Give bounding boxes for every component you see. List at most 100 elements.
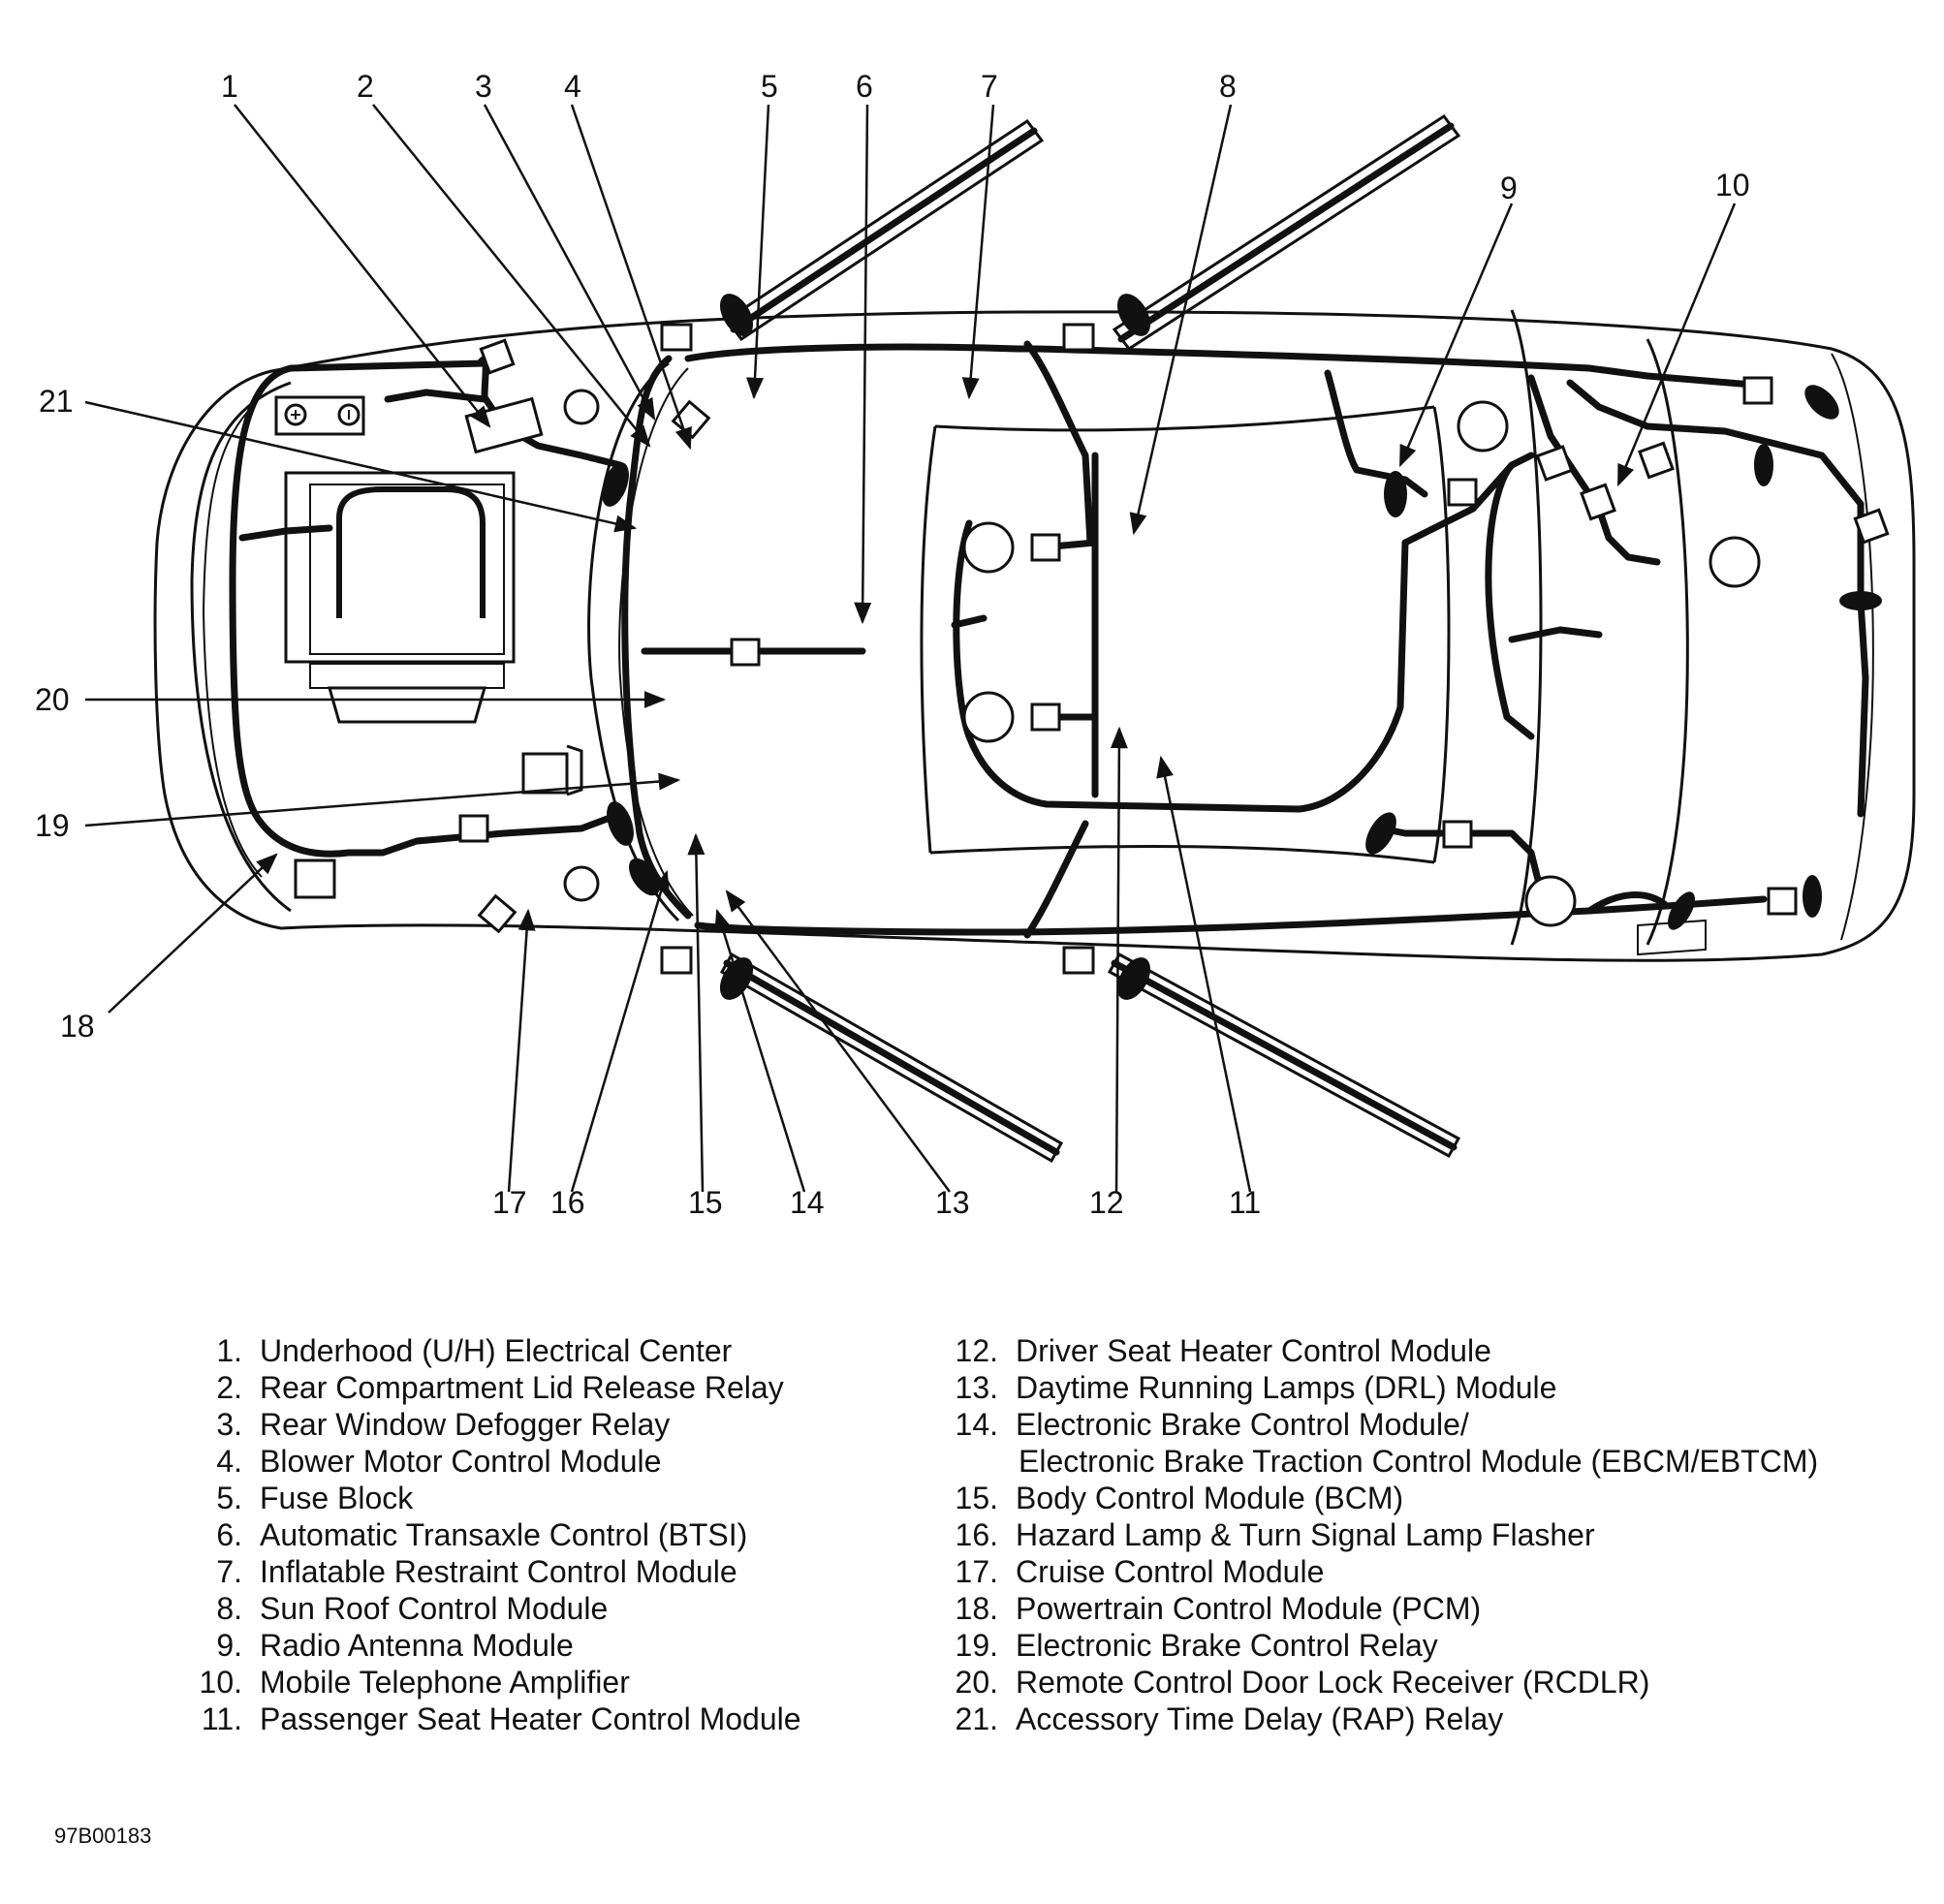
legend-label: Sun Roof Control Module [260, 1591, 609, 1626]
legend-number: 17. [955, 1554, 998, 1589]
legend-number: 2. [216, 1370, 242, 1405]
legend-item-17: 17. Cruise Control Module [940, 1553, 1909, 1590]
legend-label: Remote Control Door Lock Receiver (RCDLR… [1016, 1665, 1650, 1700]
legend-item-13: 13. Daytime Running Lamps (DRL) Module [940, 1369, 1909, 1406]
legend-number: 11. [201, 1701, 242, 1736]
legend-item-8: 8. Sun Roof Control Module [184, 1590, 940, 1627]
legend-item-11: 11. Passenger Seat Heater Control Module [184, 1701, 940, 1737]
legend-number: 4. [216, 1444, 242, 1479]
legend-label: Rear Window Defogger Relay [260, 1407, 671, 1442]
legend-label: Fuse Block [260, 1481, 414, 1515]
legend-label: Electronic Brake Control Relay [1016, 1628, 1438, 1663]
legend-number: 16. [955, 1517, 998, 1552]
legend-number: 10. [199, 1665, 242, 1700]
figure-id: 97B00183 [54, 1824, 152, 1848]
callout-7: 7 [981, 69, 998, 104]
legend-number: 15. [955, 1481, 998, 1515]
callout-leader-lines [84, 104, 1737, 1193]
legend-number: 21. [955, 1701, 998, 1736]
legend-number: 6. [216, 1517, 242, 1552]
legend-label: Daytime Running Lamps (DRL) Module [1016, 1370, 1557, 1405]
legend-number: 8. [216, 1591, 242, 1626]
legend-item-9: 9. Radio Antenna Module [184, 1627, 940, 1664]
legend-label: Driver Seat Heater Control Module [1016, 1333, 1491, 1368]
door-harness-wires [723, 122, 1458, 1156]
callout-16: 16 [550, 1185, 585, 1220]
callout-11: 11 [1229, 1185, 1261, 1220]
legend-item-6: 6. Automatic Transaxle Control (BTSI) [184, 1516, 940, 1553]
callout-3: 3 [475, 69, 492, 104]
callout-15: 15 [688, 1185, 723, 1220]
legend-number: 12. [955, 1333, 998, 1368]
legend-number: 5. [216, 1481, 242, 1515]
legend-item-15: 15. Body Control Module (BCM) [940, 1480, 1909, 1516]
legend-label: Electronic Brake Control Module/ [1016, 1407, 1469, 1442]
legend-number: 9. [216, 1628, 242, 1663]
legend-item-4: 4. Blower Motor Control Module [184, 1443, 940, 1480]
legend-label: Inflatable Restraint Control Module [260, 1554, 737, 1589]
callout-numbers: 1 2 3 4 5 6 7 8 9 10 11 12 13 14 15 16 1… [35, 69, 1750, 1220]
legend-label-continued: Electronic Brake Traction Control Module… [1019, 1444, 1819, 1479]
legend-label: Blower Motor Control Module [260, 1444, 662, 1479]
legend-label: Hazard Lamp & Turn Signal Lamp Flasher [1016, 1517, 1595, 1552]
harness-connectors [458, 323, 1890, 975]
legend-label: Cruise Control Module [1016, 1554, 1325, 1589]
callout-18: 18 [60, 1009, 95, 1044]
legend-item-1: 1. Underhood (U/H) Electrical Center [184, 1332, 940, 1369]
legend-label: Rear Compartment Lid Release Relay [260, 1370, 784, 1405]
callout-1: 1 [221, 69, 238, 104]
legend-label: Accessory Time Delay (RAP) Relay [1016, 1701, 1504, 1736]
round-modules [563, 389, 1761, 927]
legend-item-20: 20. Remote Control Door Lock Receiver (RC… [940, 1664, 1909, 1701]
legend-number: 18. [955, 1591, 998, 1626]
legend-label: Passenger Seat Heater Control Module [260, 1701, 801, 1736]
legend-item-10: 10. Mobile Telephone Amplifier [184, 1664, 940, 1701]
legend-label: Body Control Module (BCM) [1016, 1481, 1404, 1515]
legend-right-column: 12. Driver Seat Heater Control Module 13.… [940, 1332, 1909, 1737]
vehicle-harness-diagram: 1 2 3 4 5 6 7 8 9 10 11 12 13 14 15 16 1… [35, 69, 1916, 1220]
legend-item-16: 16. Hazard Lamp & Turn Signal Lamp Flashe… [940, 1516, 1909, 1553]
legend-label: Powertrain Control Module (PCM) [1016, 1591, 1482, 1626]
legend-item-2: 2. Rear Compartment Lid Release Relay [184, 1369, 940, 1406]
engine-block [284, 471, 516, 724]
harness-grommets [602, 294, 1882, 1000]
legend-label: Underhood (U/H) Electrical Center [260, 1333, 733, 1368]
legend-item-14: 14. Electronic Brake Control Module/ [940, 1406, 1909, 1443]
legend-number: 3. [216, 1407, 242, 1442]
legend-item-21: 21. Accessory Time Delay (RAP) Relay [940, 1701, 1909, 1737]
battery [274, 395, 365, 436]
legend-label: Mobile Telephone Amplifier [260, 1665, 630, 1700]
callout-14: 14 [790, 1185, 825, 1220]
callout-6: 6 [856, 69, 873, 104]
callout-9: 9 [1500, 171, 1518, 205]
legend-number: 13. [955, 1370, 998, 1405]
callout-5: 5 [761, 69, 778, 104]
legend-label: Radio Antenna Module [260, 1628, 574, 1663]
legend-item-3: 3. Rear Window Defogger Relay [184, 1406, 940, 1443]
callout-17: 17 [492, 1185, 527, 1220]
legend-number: 7. [216, 1554, 242, 1589]
door-harness-strips [719, 113, 1461, 1164]
callout-21: 21 [39, 384, 74, 419]
legend-item-18: 18. Powertrain Control Module (PCM) [940, 1590, 1909, 1627]
car-body-outline [153, 309, 1916, 962]
legend-label: Automatic Transaxle Control (BTSI) [260, 1517, 748, 1552]
legend-item-5: 5. Fuse Block [184, 1480, 940, 1516]
legend-left-column: 1. Underhood (U/H) Electrical Center 2. Re… [184, 1332, 940, 1737]
callout-20: 20 [35, 682, 70, 717]
callout-2: 2 [357, 69, 374, 104]
legend-number: 20. [955, 1665, 998, 1700]
callout-19: 19 [35, 808, 70, 843]
legend-item-19: 19. Electronic Brake Control Relay [940, 1627, 1909, 1664]
callout-8: 8 [1219, 69, 1237, 104]
legend-item-14-continued: Electronic Brake Traction Control Module… [940, 1443, 1909, 1480]
callout-12: 12 [1089, 1185, 1124, 1220]
legend-item-12: 12. Driver Seat Heater Control Module [940, 1332, 1909, 1369]
legend-number: 14. [955, 1407, 998, 1442]
legend-item-7: 7. Inflatable Restraint Control Module [184, 1553, 940, 1590]
legend-number: 19. [955, 1628, 998, 1663]
legend-number: 1. [216, 1333, 242, 1368]
callout-13: 13 [935, 1185, 970, 1220]
callout-10: 10 [1715, 168, 1750, 203]
callout-4: 4 [564, 69, 581, 104]
